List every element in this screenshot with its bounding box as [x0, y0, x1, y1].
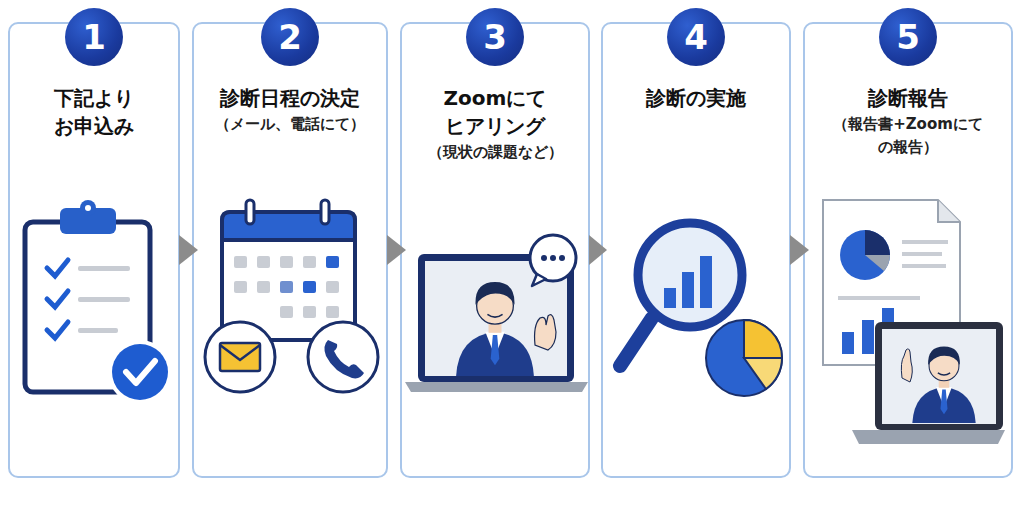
- step-number-badge: 2: [261, 8, 319, 66]
- flow-arrow: [179, 235, 198, 265]
- step-text-group: 診断日程の決定（メール、電話にて）: [200, 84, 380, 136]
- step-text-group: 診断報告（報告書+Zoomにて の報告）: [811, 84, 1005, 159]
- step-text-group: Zoomにて ヒアリング（現状の課題など）: [408, 84, 582, 164]
- flow-arrow: [387, 235, 406, 265]
- step-box: 4 診断の実施: [601, 22, 791, 478]
- flow-arrow: [790, 235, 809, 265]
- step-text-group: 下記より お申込み: [16, 84, 172, 140]
- step-box: 1 下記より お申込み: [8, 22, 180, 478]
- video-call-illustration: [405, 235, 588, 392]
- step-number: 1: [82, 20, 106, 54]
- flow-arrow: [589, 235, 607, 265]
- step-note: （メール、電話にて）: [200, 113, 380, 136]
- step-title: 診断日程の決定: [200, 84, 380, 112]
- step-title: Zoomにて ヒアリング: [408, 84, 582, 140]
- step-title: 下記より お申込み: [16, 84, 172, 140]
- step-title: 診断報告: [811, 84, 1005, 112]
- calendar-illustration: [205, 200, 378, 392]
- step-note: （報告書+Zoomにて の報告）: [811, 113, 1005, 159]
- step-box: 3Zoomにて ヒアリング（現状の課題など）: [400, 22, 590, 478]
- clipboard-illustration: [25, 200, 172, 404]
- step-box: 2 診断日程の決定（メール、電話にて）: [192, 22, 388, 478]
- step-title: 診断の実施: [609, 84, 783, 112]
- step-number: 3: [483, 20, 507, 54]
- step-number: 2: [278, 20, 302, 54]
- analysis-illustration: [620, 223, 782, 396]
- step-number: 4: [684, 20, 708, 54]
- step-number-badge: 4: [667, 8, 725, 66]
- step-box: 5 診断報告（報告書+Zoomにて の報告）: [803, 22, 1013, 478]
- step-number: 5: [896, 20, 920, 54]
- report-illustration: [823, 200, 1005, 444]
- step-note: （現状の課題など）: [408, 141, 582, 164]
- step-number-badge: 5: [879, 8, 937, 66]
- step-number-badge: 3: [466, 8, 524, 66]
- step-number-badge: 1: [65, 8, 123, 66]
- step-text-group: 診断の実施: [609, 84, 783, 112]
